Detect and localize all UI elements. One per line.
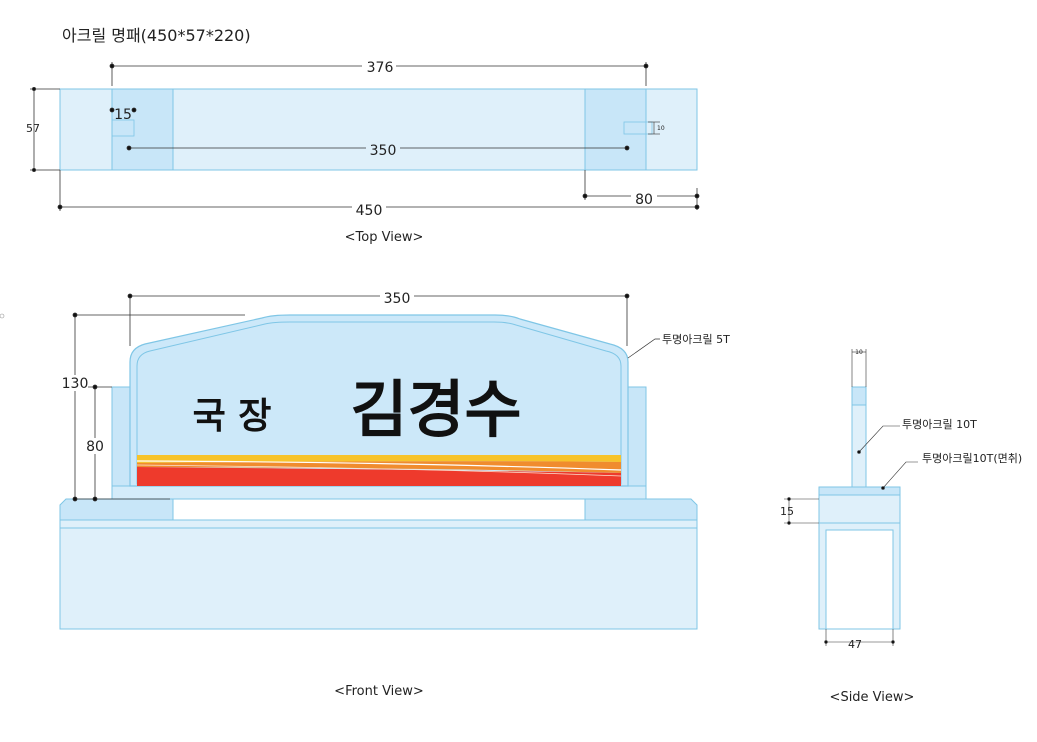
dim-line-350-front [127, 293, 630, 346]
side-upper-label: 투명아크릴 10T [902, 418, 977, 431]
stray-mark [0, 313, 5, 319]
dim-57-label: 57 [26, 122, 40, 135]
front-bottom-rail [111, 485, 647, 500]
dim-350-top-label: 350 [370, 143, 397, 159]
front-view: 국 장 김경수 350 130 80 [59, 289, 730, 699]
front-view-caption: <Front View> [334, 684, 424, 699]
front-left-support [111, 386, 133, 500]
page-title: 아크릴 명패(450*57*220) [62, 26, 251, 45]
side-upper-leader [857, 425, 900, 454]
dim-line-130 [72, 312, 245, 502]
job-title-text: 국 장 [193, 396, 272, 437]
dim-line-10-top [648, 121, 660, 135]
side-lower-label: 투명아크릴10T(면취) [922, 452, 1022, 465]
dim-line-10-side [851, 349, 867, 387]
side-lower-leader [881, 461, 918, 490]
person-name-text: 김경수 [350, 373, 521, 446]
side-view: 10 15 47 투명아크릴 10T 투명아크릴10T(면취) <Sid [780, 349, 1022, 705]
dim-10-side-label: 10 [855, 349, 863, 356]
front-right-foot [584, 498, 698, 521]
dim-line-15 [109, 107, 137, 113]
front-right-support [625, 386, 647, 500]
top-right-support [584, 88, 647, 171]
top-view-caption: <Top View> [345, 230, 424, 245]
dim-350-front-label: 350 [384, 291, 411, 307]
top-view: 376 15 350 57 10 [26, 58, 700, 245]
dim-10-top-label: 10 [657, 125, 665, 132]
top-left-support [111, 88, 174, 171]
dim-80-top-label: 80 [635, 192, 653, 208]
dim-15-side-label: 15 [780, 505, 794, 518]
dim-450-label: 450 [356, 203, 383, 219]
dim-line-15-side [784, 497, 819, 525]
dim-376-label: 376 [367, 60, 394, 76]
front-left-foot [59, 498, 174, 521]
dim-line-47 [824, 629, 895, 646]
dim-47-label: 47 [848, 638, 862, 651]
front-base-lip [59, 519, 698, 529]
material-leader [627, 338, 660, 359]
dim-line-57 [30, 87, 60, 172]
dim-130-label: 130 [62, 376, 89, 392]
dim-80-front-label: 80 [86, 439, 104, 455]
dim-15-label: 15 [114, 107, 132, 123]
acrylic-panel [129, 314, 629, 487]
orange-band [137, 461, 621, 473]
side-view-caption: <Side View> [830, 690, 915, 705]
front-base-block [59, 526, 698, 630]
material-label: 투명아크릴 5T [662, 333, 730, 346]
yellow-band [137, 455, 621, 463]
